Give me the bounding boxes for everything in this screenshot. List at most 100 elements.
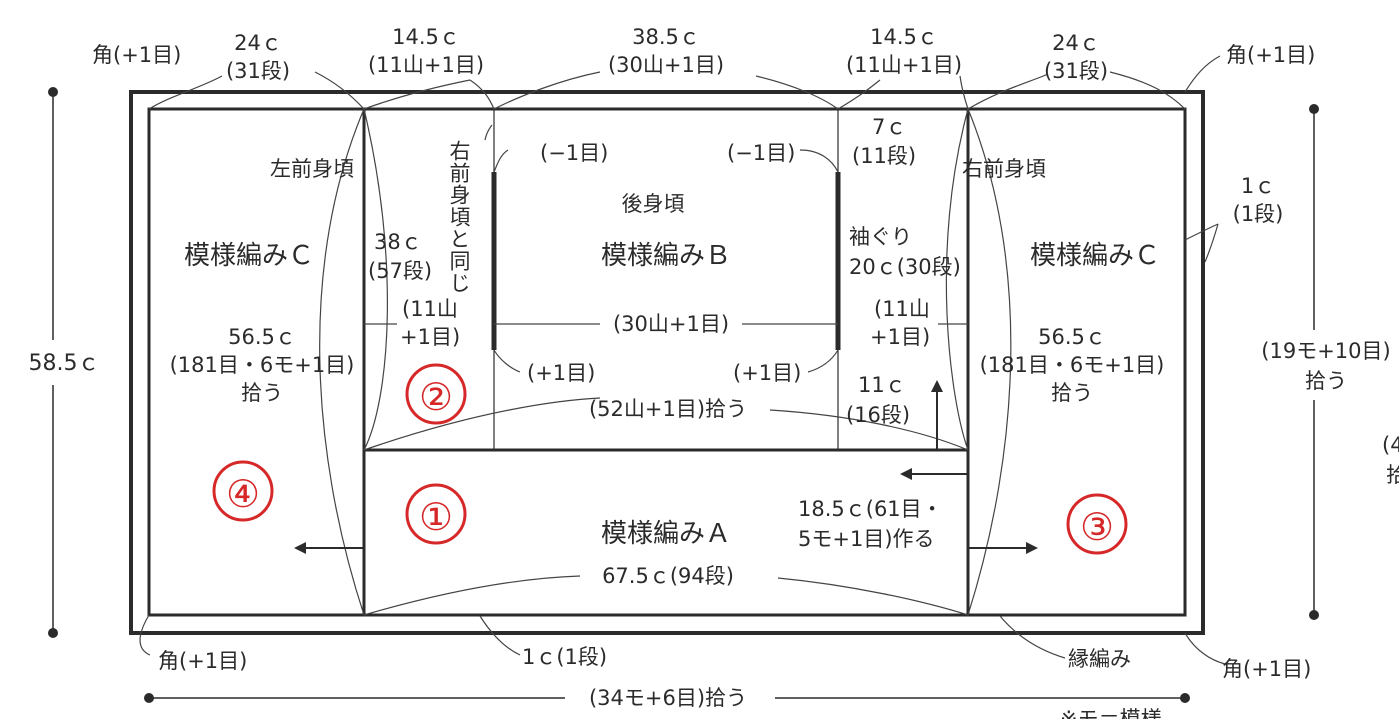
left-c-stitches: (181目・6モ+1目) <box>170 353 355 377</box>
armhole-label: 袖ぐり <box>849 225 912 249</box>
corner-label-top-right: 角(+1目) <box>1226 43 1315 67</box>
armhole-20c: 20ｃ(30段) <box>849 255 961 279</box>
dimension-dot <box>1180 693 1190 703</box>
pattern-b: 模様編みＢ <box>601 241 731 271</box>
step-number-circle <box>1066 493 1128 555</box>
step-number-2: ② <box>419 375 453 419</box>
leader-curve <box>363 397 601 451</box>
top-right-rows: (31段) <box>1044 59 1108 83</box>
same-as-right-front-label: 右前身頃と同じ <box>447 140 471 294</box>
top-center-width: 38.5ｃ <box>632 25 700 49</box>
top-right-width: 24ｃ <box>1052 31 1100 55</box>
leader-curve <box>148 75 223 110</box>
increase-left: (+1目) <box>527 361 595 385</box>
height-11c: 11ｃ <box>858 373 906 397</box>
top-mid-left-stitches: (11山+1目) <box>368 53 484 77</box>
left-front-label: 左前身頃 <box>270 157 354 181</box>
leader-curve <box>363 79 471 110</box>
stitches-11m-left-2: +1目) <box>400 325 460 349</box>
stitches-11m-right-2: +1目) <box>870 325 930 349</box>
right-c-stitches: (181目・6モ+1目) <box>980 353 1165 377</box>
edge-1c: 1ｃ <box>1241 174 1275 198</box>
cut-text-right-1: (4 <box>1382 433 1399 457</box>
leader-curve <box>799 149 839 173</box>
leader-curve <box>1204 223 1219 263</box>
step-number-3: ③ <box>1080 505 1114 549</box>
step-number-circle <box>405 483 467 545</box>
right-c-width: 56.5ｃ <box>1038 325 1106 349</box>
cast-on-2: 5モ+1目)作る <box>798 527 935 551</box>
decrease-right: (−1目) <box>727 141 795 165</box>
dimension-dot <box>1309 104 1319 114</box>
stitches-30m: (30山+1目) <box>613 312 729 336</box>
armhole-11-rows: (11段) <box>852 144 916 168</box>
top-mid-left-width: 14.5ｃ <box>392 25 460 49</box>
leader-curve <box>479 615 521 656</box>
cast-on-1: 18.5ｃ(61目・ <box>798 497 943 521</box>
dimension-dot <box>48 628 58 638</box>
right-pick-1: (19モ+10目) <box>1261 339 1390 363</box>
leader-curve <box>807 349 839 373</box>
leader-curve <box>967 73 1049 110</box>
dimension-dot <box>1309 610 1319 620</box>
height-16-rows: (16段) <box>846 403 910 427</box>
leader-curve <box>1184 223 1219 241</box>
top-mid-right-stitches: (11山+1目) <box>846 53 962 77</box>
pattern-a: 模様編みＡ <box>601 519 731 549</box>
left-c-pick: 拾う <box>241 381 283 405</box>
top-left-rows: (31段) <box>226 59 290 83</box>
leader-curve <box>314 71 365 110</box>
bottom-edge-1c: 1ｃ(1段) <box>522 645 607 669</box>
leader-curve <box>755 75 839 110</box>
arrow-left-icon <box>294 542 364 554</box>
leader-curve <box>363 108 388 451</box>
leader-curve <box>967 108 1012 616</box>
top-left-width: 24ｃ <box>234 31 282 55</box>
leader-curve <box>959 75 969 110</box>
leader-curve <box>139 614 151 656</box>
top-mid-right-width: 14.5ｃ <box>870 25 938 49</box>
height-38c: 38ｃ <box>374 230 422 254</box>
leader-curve <box>999 615 1066 659</box>
left-c-width: 56.5ｃ <box>228 325 296 349</box>
leader-curve <box>945 108 969 451</box>
height-57-rows: (57段) <box>368 259 432 283</box>
step-number-1: ① <box>419 495 453 539</box>
decrease-left: (−1目) <box>540 141 608 165</box>
leader-curve <box>1184 632 1226 665</box>
step-number-circle <box>212 460 274 522</box>
leader-curve <box>484 124 493 141</box>
armhole-7c: 7ｃ <box>872 115 906 139</box>
corner-label-top-left: 角(+1目) <box>92 43 181 67</box>
leader-curve <box>769 409 969 451</box>
a-length: 67.5ｃ(94段) <box>602 564 734 588</box>
stitches-11m-left-1: (11山 <box>402 297 458 321</box>
border-label: 縁編み <box>1068 647 1131 671</box>
right-front-label: 右前身頃 <box>962 157 1046 181</box>
leader-curve <box>319 108 365 616</box>
pattern-c-right: 模様編みＣ <box>1030 241 1160 271</box>
leader-curve <box>493 149 509 173</box>
back-body-label: 後身頃 <box>622 192 685 216</box>
increase-right: (+1目) <box>733 361 801 385</box>
leader-curve <box>363 575 581 616</box>
dimension-dot <box>144 693 154 703</box>
dimension-dot <box>48 87 58 97</box>
arrow-left-icon <box>900 468 968 480</box>
leader-curve <box>493 349 521 373</box>
pattern-c-left: 模様編みＣ <box>184 241 314 271</box>
cut-text-right-2: 拾 <box>1386 463 1399 487</box>
total-height: 58.5ｃ <box>29 351 100 376</box>
pick-52: (52山+1目)拾う <box>589 397 747 421</box>
right-pick-2: 拾う <box>1305 369 1347 393</box>
stitches-11m-right-1: (11山 <box>874 297 930 321</box>
edge-1-row: (1段) <box>1233 202 1284 226</box>
leader-curve <box>469 79 495 110</box>
leader-curve <box>493 71 601 110</box>
corner-label-bottom-right: 角(+1目) <box>1222 657 1311 681</box>
right-c-pick: 拾う <box>1051 381 1093 405</box>
arrow-right-icon <box>968 542 1038 554</box>
cut-text-bottom: ※モ＝模様 <box>1060 707 1162 719</box>
leader-curve <box>1109 71 1186 110</box>
